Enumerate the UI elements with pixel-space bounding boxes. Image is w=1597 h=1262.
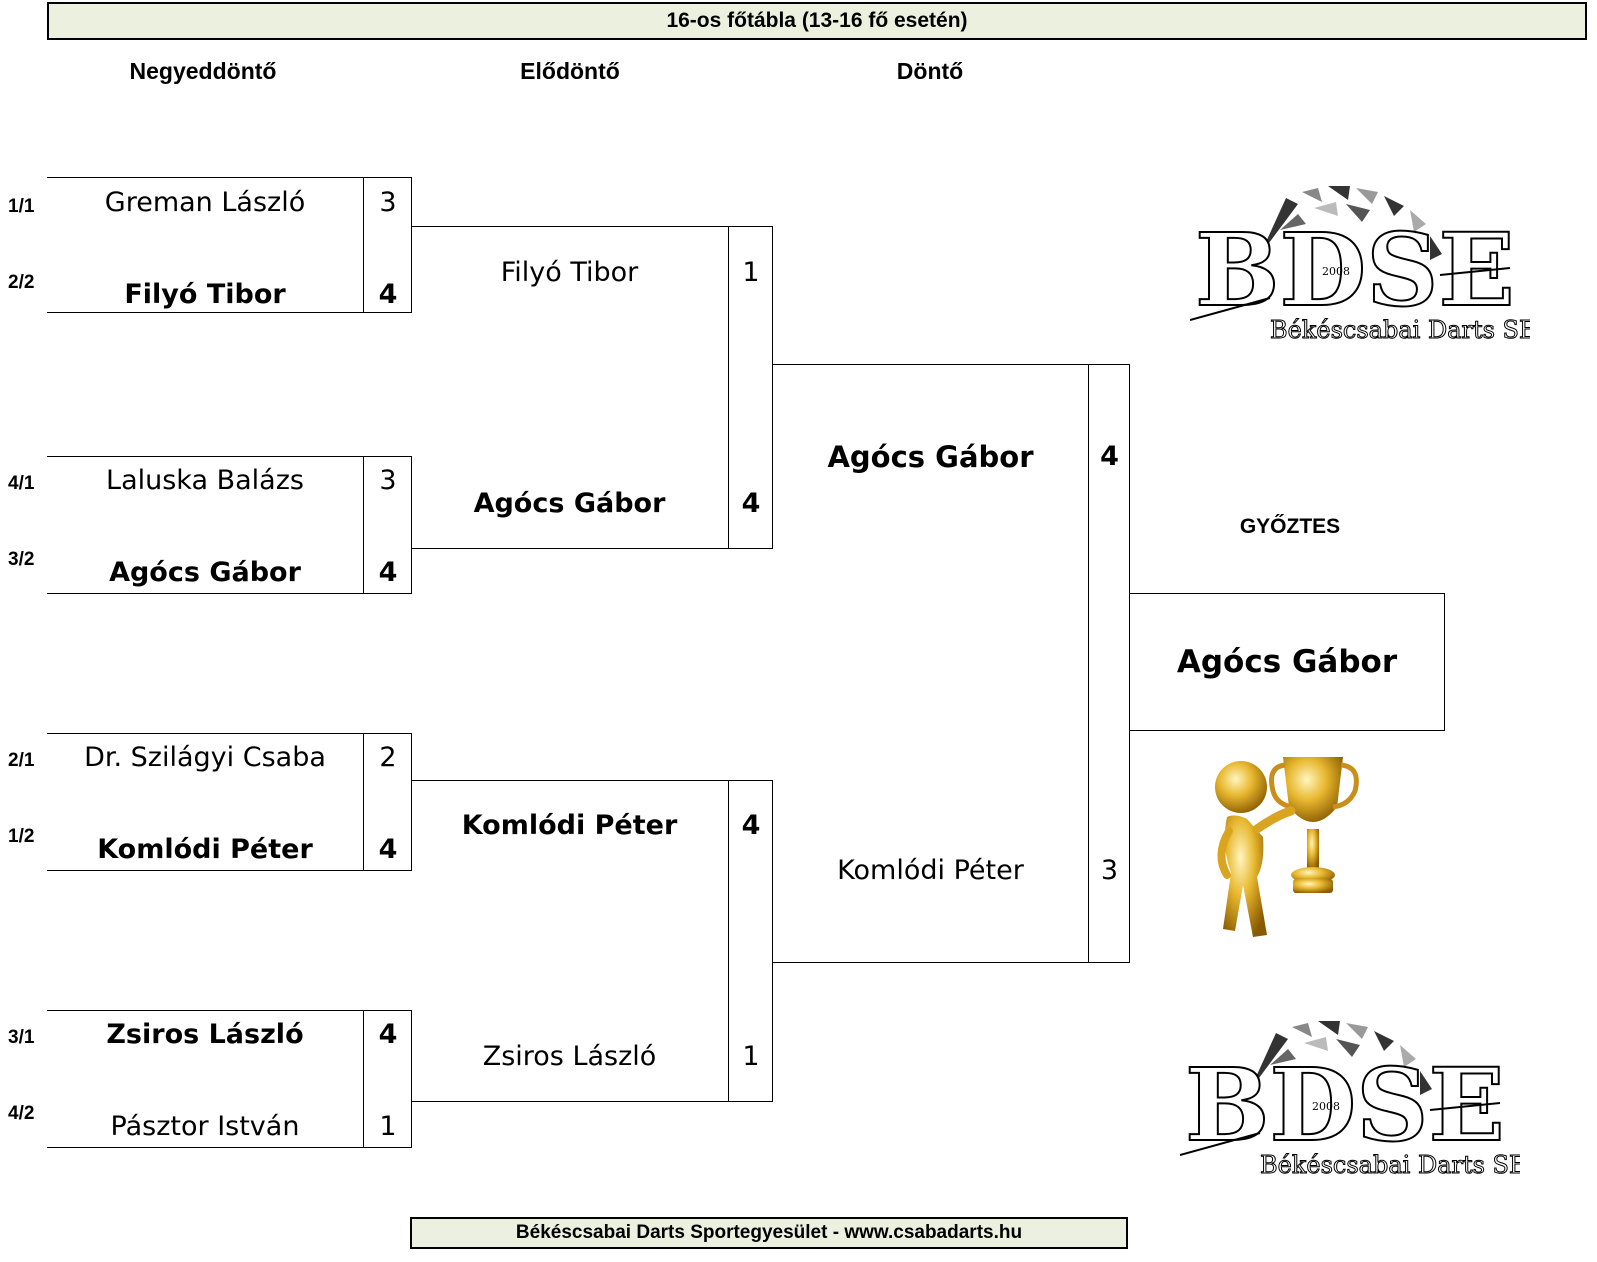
match-box — [411, 226, 773, 549]
player-name-winner: Komlódi Péter — [461, 810, 678, 841]
seed-label: 2/1 — [8, 750, 35, 771]
round-header-quarterfinal: Negyeddöntő — [129, 58, 277, 84]
club-logo: BDSE 2008 Békéscsabai Darts SE — [1189, 180, 1537, 345]
seed-label: 1/1 — [8, 196, 35, 217]
score-divider — [363, 177, 364, 313]
player-name-winner: Agócs Gábor — [473, 488, 666, 519]
player-score-winner: 4 — [741, 488, 761, 519]
match-box — [47, 177, 412, 313]
round-header-final: Döntő — [896, 58, 964, 84]
page-title: 16-os főtábla (13-16 fő esetén) — [47, 2, 1587, 40]
score-divider — [1088, 364, 1089, 963]
player-name: Greman László — [104, 187, 306, 218]
player-score-winner: 4 — [741, 810, 761, 841]
logo-year: 2008 — [1322, 265, 1350, 278]
player-score: 1 — [742, 257, 760, 288]
score-divider — [363, 733, 364, 871]
player-score-winner: 4 — [378, 279, 398, 310]
player-score: 1 — [379, 1111, 397, 1142]
player-score: 3 — [379, 465, 397, 496]
score-divider — [363, 456, 364, 594]
match-box — [47, 1010, 412, 1148]
club-logo-graphic: BDSE 2008 Békéscsabai Darts SE — [1179, 1021, 1527, 1180]
seed-label: 4/1 — [8, 473, 35, 494]
player-score: 3 — [1100, 855, 1119, 886]
seed-label: 3/2 — [8, 549, 35, 570]
player-name-winner: Agócs Gábor — [827, 440, 1034, 474]
player-score: 1 — [742, 1041, 760, 1072]
club-logo-graphic: BDSE 2008 Békéscsabai Darts SE — [1189, 186, 1537, 345]
trophy-icon — [1205, 745, 1365, 945]
seed-label: 2/2 — [8, 272, 35, 293]
logo-letters: BDSE — [1195, 211, 1515, 329]
club-logo: BDSE 2008 Békéscsabai Darts SE — [1179, 1015, 1527, 1180]
player-name: Komlódi Péter — [837, 855, 1024, 886]
logo-caption: Békéscsabai Darts SE — [1260, 1151, 1520, 1179]
player-score: 2 — [379, 742, 397, 773]
player-score-winner: 4 — [378, 1019, 398, 1050]
seed-label: 1/2 — [8, 826, 35, 847]
score-divider — [363, 1010, 364, 1148]
winner-label: GYŐZTES — [1239, 515, 1341, 538]
player-name: Dr. Szilágyi Csaba — [84, 742, 326, 773]
player-score-winner: 4 — [378, 834, 398, 865]
player-name: Pásztor István — [110, 1111, 300, 1142]
seed-label: 4/2 — [8, 1103, 35, 1124]
logo-caption: Békéscsabai Darts SE — [1270, 316, 1530, 344]
player-name-winner: Filyó Tibor — [124, 279, 286, 310]
score-divider — [728, 780, 729, 1102]
match-box — [411, 780, 773, 1102]
logo-year: 2008 — [1312, 1100, 1340, 1113]
match-box — [47, 456, 412, 594]
player-name: Zsiros László — [482, 1041, 657, 1072]
player-name: Laluska Balázs — [106, 465, 304, 496]
player-name: Filyó Tibor — [500, 257, 639, 288]
player-score-winner: 4 — [1100, 441, 1119, 472]
winner-box: Agócs Gábor — [1129, 593, 1445, 731]
player-score-winner: 4 — [378, 557, 398, 588]
winner-name: Agócs Gábor — [1176, 644, 1398, 680]
footer: Békéscsabai Darts Sportegyesület - www.c… — [410, 1217, 1128, 1249]
score-divider — [728, 226, 729, 549]
player-name-winner: Zsiros László — [106, 1019, 304, 1050]
player-score: 3 — [379, 187, 397, 218]
round-header-semifinal: Elődöntő — [520, 58, 620, 84]
seed-label: 3/1 — [8, 1027, 35, 1048]
match-box — [47, 733, 412, 871]
logo-letters: BDSE — [1185, 1046, 1505, 1164]
player-name-winner: Komlódi Péter — [97, 834, 313, 865]
player-name-winner: Agócs Gábor — [109, 557, 301, 588]
